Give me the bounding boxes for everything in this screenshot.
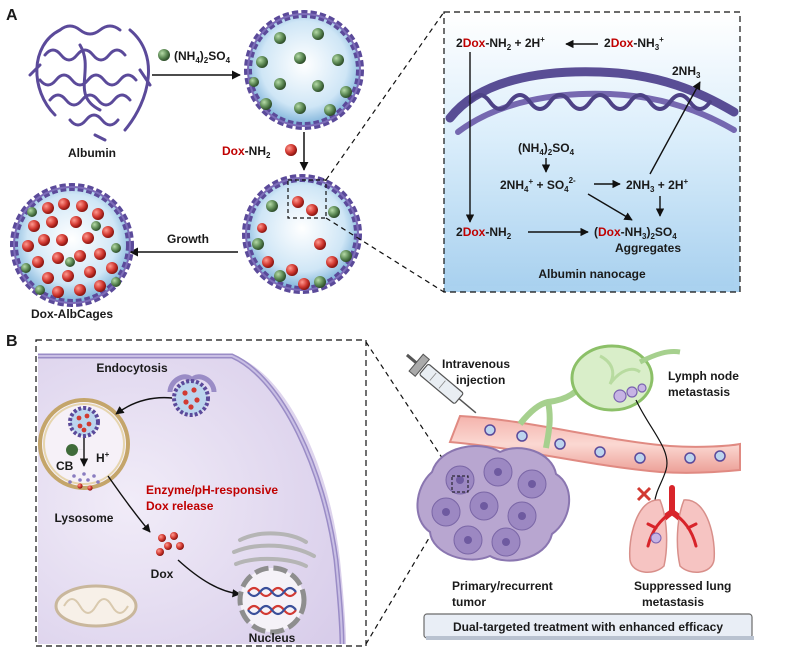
- zoom-line-b-top: [365, 341, 455, 477]
- lung-label-line2: metastasis: [642, 595, 704, 609]
- nucleus-label: Nucleus: [249, 631, 296, 645]
- degraded-fragments: [68, 472, 100, 484]
- albumin-protein-icon: [28, 24, 152, 142]
- albumin-label: Albumin: [68, 146, 116, 160]
- mitochondrion-icon: [54, 584, 138, 628]
- nanocage-empty: [244, 10, 364, 130]
- summary-banner: [423, 613, 754, 640]
- block-icon: [636, 486, 652, 502]
- released-dox-in-lysosome: [77, 483, 93, 491]
- nh3-h: 2NH3 + 2H+: [626, 177, 688, 194]
- arrow-to-nucleus: [177, 559, 241, 598]
- free-dox: [156, 532, 184, 556]
- ammonium-sulfate-particle: [158, 49, 170, 61]
- nanocage-inset: [443, 11, 741, 293]
- tumor-icon: [416, 445, 570, 562]
- tumor-label-line1: Primary/recurrent: [452, 579, 553, 593]
- arrow-endocytosis: [115, 396, 173, 415]
- eq-dox-nh2-h: 2Dox-NH2 + 2H+: [456, 35, 545, 52]
- nanocage-in-lysosome: [68, 406, 100, 438]
- eq-product: (Dox-NH3)2SO4: [594, 225, 677, 241]
- dox-label: Dox: [151, 567, 174, 581]
- dna-icon: [247, 586, 297, 616]
- eq-dox-nh2-inside: 2Dox-NH2: [456, 225, 512, 241]
- zoom-line-top: [325, 11, 445, 181]
- nanocage-endocytosing: [172, 379, 210, 417]
- lymph-label-line1: Lymph node: [668, 369, 739, 383]
- blood-vessel: [448, 414, 741, 474]
- albumin-nanocage-caption: Albumin nanocage: [538, 267, 646, 281]
- nanocage-loading: [242, 174, 362, 294]
- arrow-nh3-escape: [649, 81, 701, 175]
- endoplasmic-reticulum-icon: [232, 531, 316, 568]
- endocytosis-label: Endocytosis: [96, 361, 168, 375]
- arrow-release: [107, 475, 151, 533]
- ammonium-sulfate: (NH4)2SO4: [518, 141, 575, 157]
- zoom-line-b-bottom: [365, 495, 455, 645]
- growth-label: Growth: [167, 232, 209, 246]
- nh3-gas: 2NH3: [672, 64, 701, 80]
- injection-label-line2: injection: [456, 373, 505, 387]
- ions: 2NH4+ + SO42-: [500, 176, 576, 194]
- dox-particle: [285, 144, 297, 156]
- nucleus: [237, 565, 307, 635]
- release-label-line2: Dox release: [146, 499, 214, 513]
- panel-b-letter: B: [6, 333, 18, 350]
- eq-dox-nh3: 2Dox-NH3+: [604, 35, 664, 52]
- panel-a-letter: A: [6, 7, 18, 24]
- tumor-label-line2: tumor: [452, 595, 486, 609]
- syringe-icon: [405, 353, 477, 414]
- release-label-line1: Enzyme/pH-responsive: [146, 483, 278, 497]
- arrow-sulfate-to-product: [587, 193, 633, 221]
- h-plus-label: H+: [96, 450, 110, 465]
- lung-icon: [628, 485, 716, 573]
- dox-albcages-label: Dox-AlbCages: [31, 307, 113, 321]
- albumin-shell-icon: [445, 67, 739, 135]
- lymph-label-line2: metastasis: [668, 385, 730, 399]
- reagent-label: (NH4)2SO4: [174, 49, 231, 65]
- summary-banner-text: Dual-targeted treatment with enhanced ef…: [453, 620, 723, 634]
- cb-label: CB: [56, 459, 74, 473]
- aggregates-label: Aggregates: [615, 241, 681, 255]
- cathepsin-b-icon: [66, 443, 84, 456]
- lysosome-label: Lysosome: [55, 511, 114, 525]
- injection-label-line1: Intravenous: [442, 357, 510, 371]
- dox-albcage: [10, 183, 134, 307]
- lymph-node-icon: [517, 344, 681, 449]
- dox-nh2-label: Dox-NH2: [222, 144, 271, 160]
- lung-label-line1: Suppressed lung: [634, 579, 731, 593]
